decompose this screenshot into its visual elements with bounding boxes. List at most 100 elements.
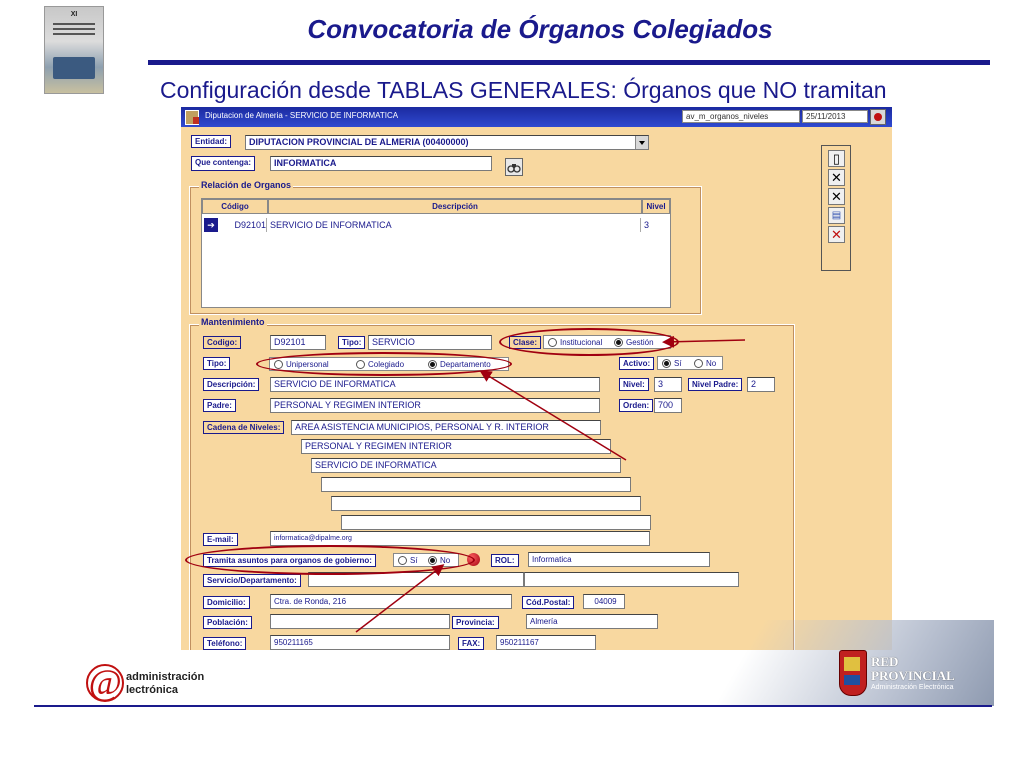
cover-label: XI <box>70 11 78 18</box>
form-name-field: av_m_organos_niveles <box>682 110 800 123</box>
fax-label: FAX: <box>458 637 485 650</box>
nivel-field[interactable]: 3 <box>654 377 682 392</box>
descripcion-field[interactable]: SERVICIO DE INFORMATICA <box>270 377 600 392</box>
cadena-level-5[interactable] <box>331 496 641 511</box>
cadena-level-1[interactable]: AREA ASISTENCIA MUNICIPIOS, PERSONAL Y R… <box>291 420 601 435</box>
search-label: Que contenga: <box>191 156 256 171</box>
slide-title: Convocatoria de Órganos Colegiados <box>307 14 773 44</box>
radio-icon <box>694 359 703 369</box>
telefono-label: Teléfono: <box>203 637 247 650</box>
cadena-level-2[interactable]: PERSONAL Y REGIMEN INTERIOR <box>301 439 611 454</box>
email-label: E-mail: <box>203 533 238 546</box>
codigo-field[interactable]: D92101 <box>270 335 326 350</box>
mantenimiento-title: Mantenimiento <box>199 317 267 327</box>
organos-grid: Código Descripción Nivel ➔ D92101 SERVIC… <box>201 198 671 308</box>
cadena-level-6[interactable] <box>341 515 651 530</box>
mantenimiento-group <box>189 324 795 650</box>
stop-icon <box>874 113 882 121</box>
logo-text-line-2: lectrónica <box>126 684 178 696</box>
logo-text-line-1: administración <box>126 671 205 683</box>
rol-label: ROL: <box>491 554 519 567</box>
search-button[interactable] <box>505 158 523 176</box>
new-record-button[interactable]: ▯ <box>828 150 845 167</box>
entidad-value: DIPUTACION PROVINCIAL DE ALMERIA (004000… <box>249 137 469 147</box>
servicio-label: Servicio/Departamento: <box>203 574 301 587</box>
activo-radio-group: Sí No <box>657 356 723 370</box>
domicilio-field[interactable]: Ctra. de Ronda, 216 <box>270 594 512 609</box>
printer-icon: ▤ <box>831 210 842 221</box>
exit-button[interactable]: ✕ <box>828 226 845 243</box>
binoculars-icon <box>507 164 521 173</box>
fax-field[interactable]: 950211167 <box>496 635 596 650</box>
footer-rule <box>34 705 992 707</box>
nivel-padre-field[interactable]: 2 <box>747 377 775 392</box>
app-icon <box>185 110 199 125</box>
descripcion-label: Descripción: <box>203 378 260 391</box>
title-rule <box>148 60 990 65</box>
padre-field[interactable]: PERSONAL Y REGIMEN INTERIOR <box>270 398 600 413</box>
provincia-label: Provincia: <box>452 616 499 629</box>
email-field[interactable]: informatica@dipalme.org <box>270 531 650 546</box>
app-window: Diputacion de Almeria - SERVICIO DE INFO… <box>181 107 892 650</box>
domicilio-label: Domicilio: <box>203 596 250 609</box>
nivel-padre-label: Nivel Padre: <box>688 378 743 391</box>
cross-icon: ✕ <box>831 189 842 204</box>
annotation-ellipse-tipo <box>256 352 512 376</box>
delete-button[interactable]: ✕ <box>828 188 845 205</box>
chevron-down-icon[interactable] <box>635 136 648 149</box>
arrow-to-tipo <box>479 370 627 461</box>
cross-icon: ✕ <box>831 170 842 185</box>
activo-option-no[interactable]: No <box>694 357 716 370</box>
orden-field[interactable]: 700 <box>654 398 682 413</box>
padre-label: Padre: <box>203 399 236 412</box>
cp-label: Cód.Postal: <box>522 596 575 609</box>
servicio-description-field[interactable] <box>524 572 739 587</box>
arrow-to-clase <box>662 335 746 348</box>
radio-selected-icon <box>662 359 671 369</box>
cancel-button[interactable]: ✕ <box>828 169 845 186</box>
orden-label: Orden: <box>619 399 654 412</box>
red-provincial-text-3: Administración Electrónica <box>871 684 954 691</box>
tipo-label: Tipo: <box>338 336 366 349</box>
entidad-label: Entidad: <box>191 135 231 148</box>
nivel-label: Nivel: <box>619 378 649 391</box>
col-header-nivel[interactable]: Nivel <box>642 199 670 214</box>
new-document-icon: ▯ <box>832 151 841 166</box>
coat-of-arms-icon <box>839 650 867 696</box>
cadena-label: Cadena de Niveles: <box>203 421 285 434</box>
cover-thumbnail: XI <box>44 6 104 94</box>
cell-codigo: D92101 <box>220 218 267 232</box>
print-button[interactable]: ▤ <box>828 207 845 224</box>
close-record-button[interactable] <box>870 109 886 125</box>
search-input[interactable]: INFORMATICA <box>270 156 492 171</box>
cp-field[interactable]: 04009 <box>583 594 625 609</box>
relacion-title: Relación de Organos <box>199 180 294 190</box>
provincia-field[interactable]: Almería <box>526 614 658 629</box>
cell-descripcion: SERVICIO DE INFORMATICA <box>270 218 641 232</box>
tipo2-label: Tipo: <box>203 357 231 370</box>
red-provincial-text-1: RED <box>871 654 899 669</box>
entidad-select[interactable]: DIPUTACION PROVINCIAL DE ALMERIA (004000… <box>245 135 649 150</box>
relacion-group <box>189 186 702 315</box>
col-header-descripcion[interactable]: Descripción <box>268 199 642 214</box>
col-header-codigo[interactable]: Código <box>202 199 268 214</box>
codigo-label: Codigo: <box>203 336 242 349</box>
slide-subtitle: Configuración desde TABLAS GENERALES: Ór… <box>160 77 887 103</box>
current-row-arrow-icon: ➔ <box>204 218 218 232</box>
rol-field[interactable]: Informatica <box>528 552 710 567</box>
date-field: 25/11/2013 <box>802 110 868 123</box>
telefono-field[interactable]: 950211165 <box>270 635 450 650</box>
poblacion-label: Población: <box>203 616 252 629</box>
arrow-to-tramita <box>355 564 445 633</box>
window-title: Diputacion de Almeria - SERVICIO DE INFO… <box>205 111 399 120</box>
cell-nivel: 3 <box>644 220 650 230</box>
tipo-field[interactable]: SERVICIO <box>368 335 492 350</box>
exit-cross-icon: ✕ <box>831 227 842 242</box>
cadena-level-3[interactable]: SERVICIO DE INFORMATICA <box>311 458 621 473</box>
at-sign-logo-icon: @ <box>86 664 124 702</box>
red-provincial-text-2: PROVINCIAL <box>871 668 955 683</box>
activo-option-si[interactable]: Sí <box>662 357 682 370</box>
cadena-level-4[interactable] <box>321 477 631 492</box>
window-titlebar: Diputacion de Almeria - SERVICIO DE INFO… <box>181 107 892 127</box>
